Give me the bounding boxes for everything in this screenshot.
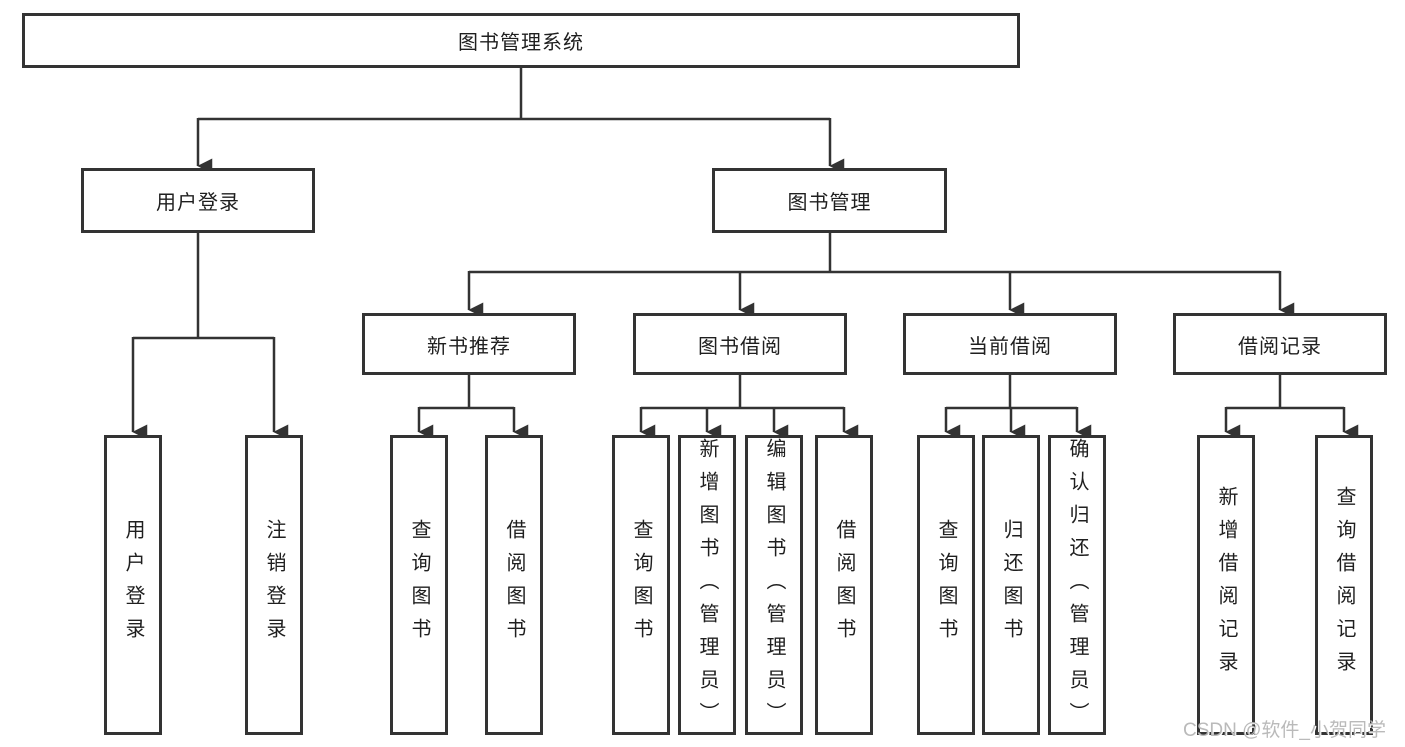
node-current-borrow: 当前借阅 <box>903 313 1117 375</box>
leaf-confirm-return-admin: 确认归还（管理员） <box>1048 435 1106 735</box>
leaf-query-books-3: 查询图书 <box>917 435 975 735</box>
node-root-library-system: 图书管理系统 <box>22 13 1020 68</box>
leaf-query-books-1: 查询图书 <box>390 435 448 735</box>
leaf-query-borrow-record: 查询借阅记录 <box>1315 435 1373 735</box>
leaf-return-books: 归还图书 <box>982 435 1040 735</box>
leaf-borrow-books-2: 借阅图书 <box>815 435 873 735</box>
arrow-connectors <box>131 118 1359 440</box>
watermark-text: CSDN @软件_小贺同学 <box>1183 720 1386 741</box>
node-book-management: 图书管理 <box>712 168 947 233</box>
node-book-borrow: 图书借阅 <box>633 313 847 375</box>
leaf-add-borrow-record: 新增借阅记录 <box>1197 435 1255 735</box>
node-user-login: 用户登录 <box>81 168 315 233</box>
leaf-add-books-admin: 新增图书（管理员） <box>678 435 736 735</box>
node-borrow-records: 借阅记录 <box>1173 313 1387 375</box>
leaf-borrow-books-1: 借阅图书 <box>485 435 543 735</box>
leaf-edit-books-admin: 编辑图书（管理员） <box>745 435 803 735</box>
node-new-book-recommend: 新书推荐 <box>362 313 576 375</box>
leaf-user-login: 用户登录 <box>104 435 162 735</box>
leaf-logout: 注销登录 <box>245 435 303 735</box>
leaf-query-books-2: 查询图书 <box>612 435 670 735</box>
